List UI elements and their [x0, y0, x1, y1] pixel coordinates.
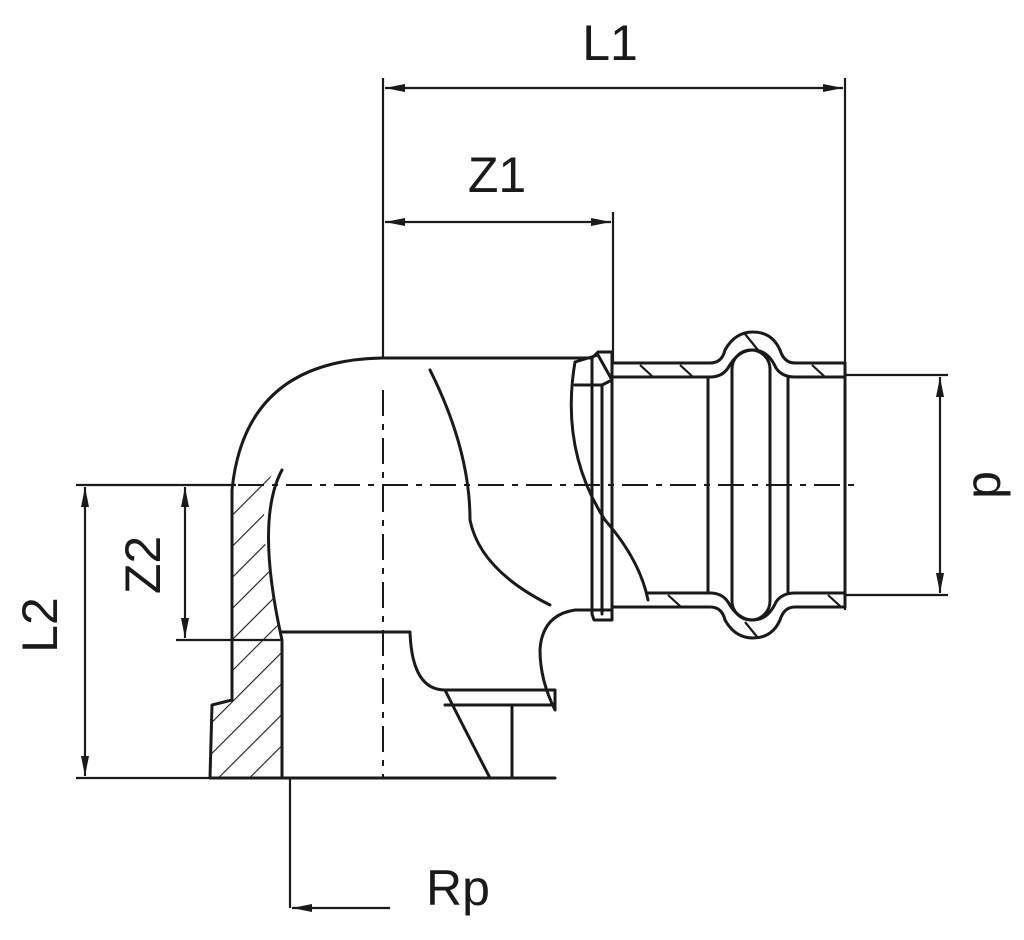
p-label: p: [955, 471, 1011, 499]
z2-label: Z2: [115, 536, 171, 594]
z1-dimension: [385, 212, 615, 362]
elbow-body: [208, 350, 650, 780]
section-hatching: [210, 470, 282, 778]
rp-label: Rp: [426, 860, 490, 916]
p-dimension: [845, 373, 948, 597]
press-socket: [610, 330, 847, 640]
l2-label: L2: [12, 597, 68, 653]
z1-label: Z1: [468, 147, 526, 203]
l1-label: L1: [582, 15, 638, 71]
rp-leader: [288, 778, 390, 912]
